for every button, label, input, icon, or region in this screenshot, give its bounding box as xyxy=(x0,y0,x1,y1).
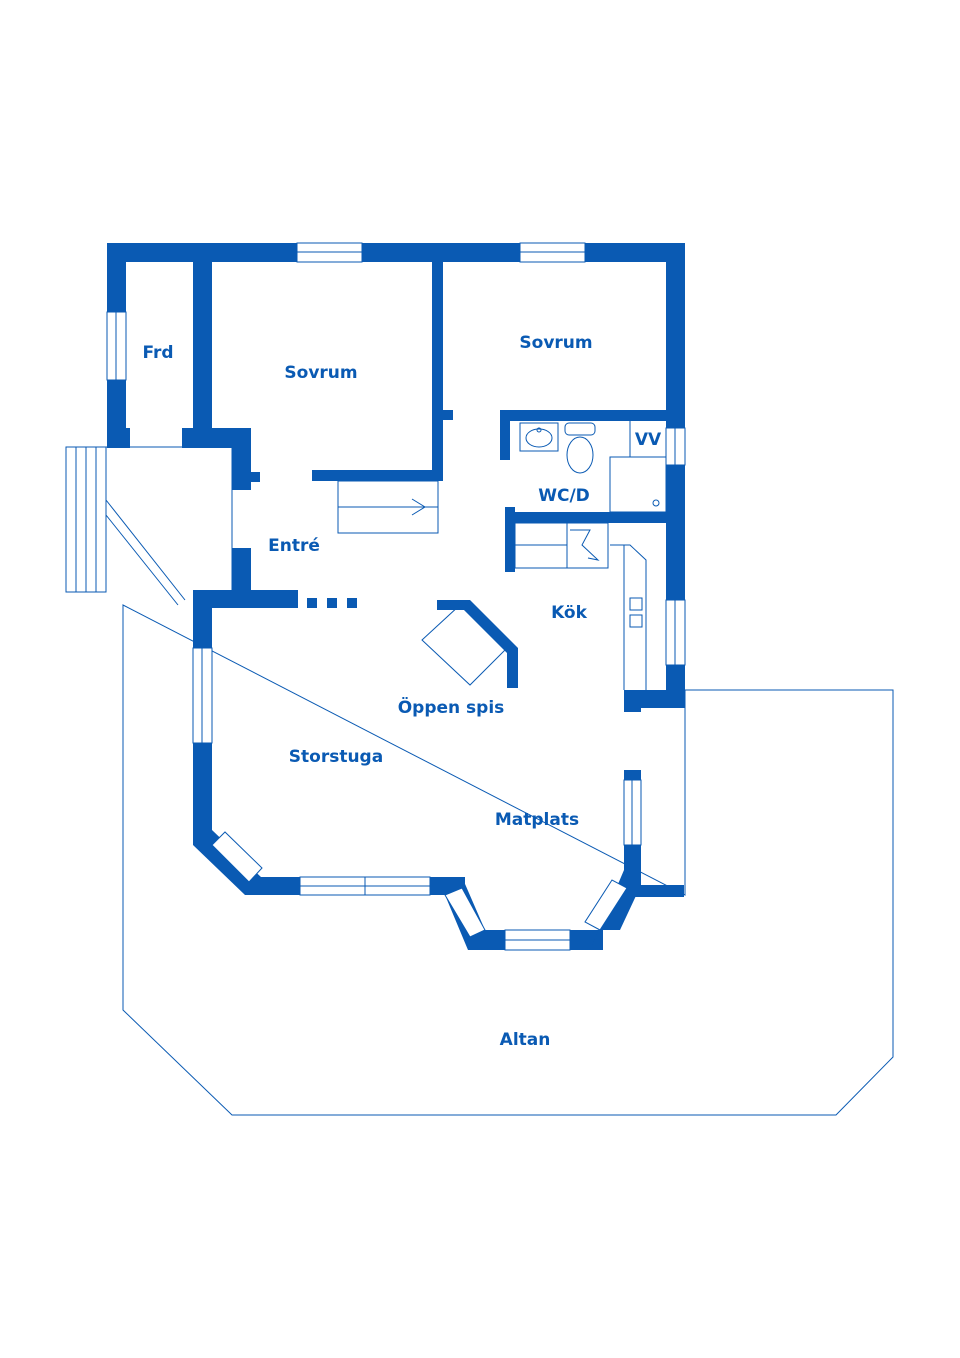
room-label-oppen-spis: Öppen spis xyxy=(398,696,505,718)
room-label-kok: Kök xyxy=(551,603,588,623)
room-label-altan: Altan xyxy=(500,1030,551,1050)
wardrobe xyxy=(337,480,439,534)
kitchen-counter xyxy=(610,544,647,690)
outer-walls xyxy=(107,243,685,950)
room-label-wcd: WC/D xyxy=(538,486,590,506)
fixtures xyxy=(337,421,667,690)
room-label-vv: VV xyxy=(635,430,662,450)
entry-steps xyxy=(65,446,233,606)
sink-icon xyxy=(519,422,559,452)
toilet-icon xyxy=(564,422,596,474)
room-label-sovrum-left: Sovrum xyxy=(284,363,357,383)
fireplace-hearth xyxy=(421,604,506,686)
stairs xyxy=(514,522,609,569)
room-label-sovrum-right: Sovrum xyxy=(519,333,592,353)
shower-area xyxy=(609,421,667,513)
altan-outline xyxy=(122,604,894,1116)
room-label-entre: Entré xyxy=(268,536,320,556)
room-label-storstuga: Storstuga xyxy=(289,747,383,767)
room-label-frd: Frd xyxy=(142,343,173,363)
room-label-matplats: Matplats xyxy=(495,810,579,830)
windows xyxy=(106,242,686,951)
interior-walls xyxy=(182,243,685,688)
